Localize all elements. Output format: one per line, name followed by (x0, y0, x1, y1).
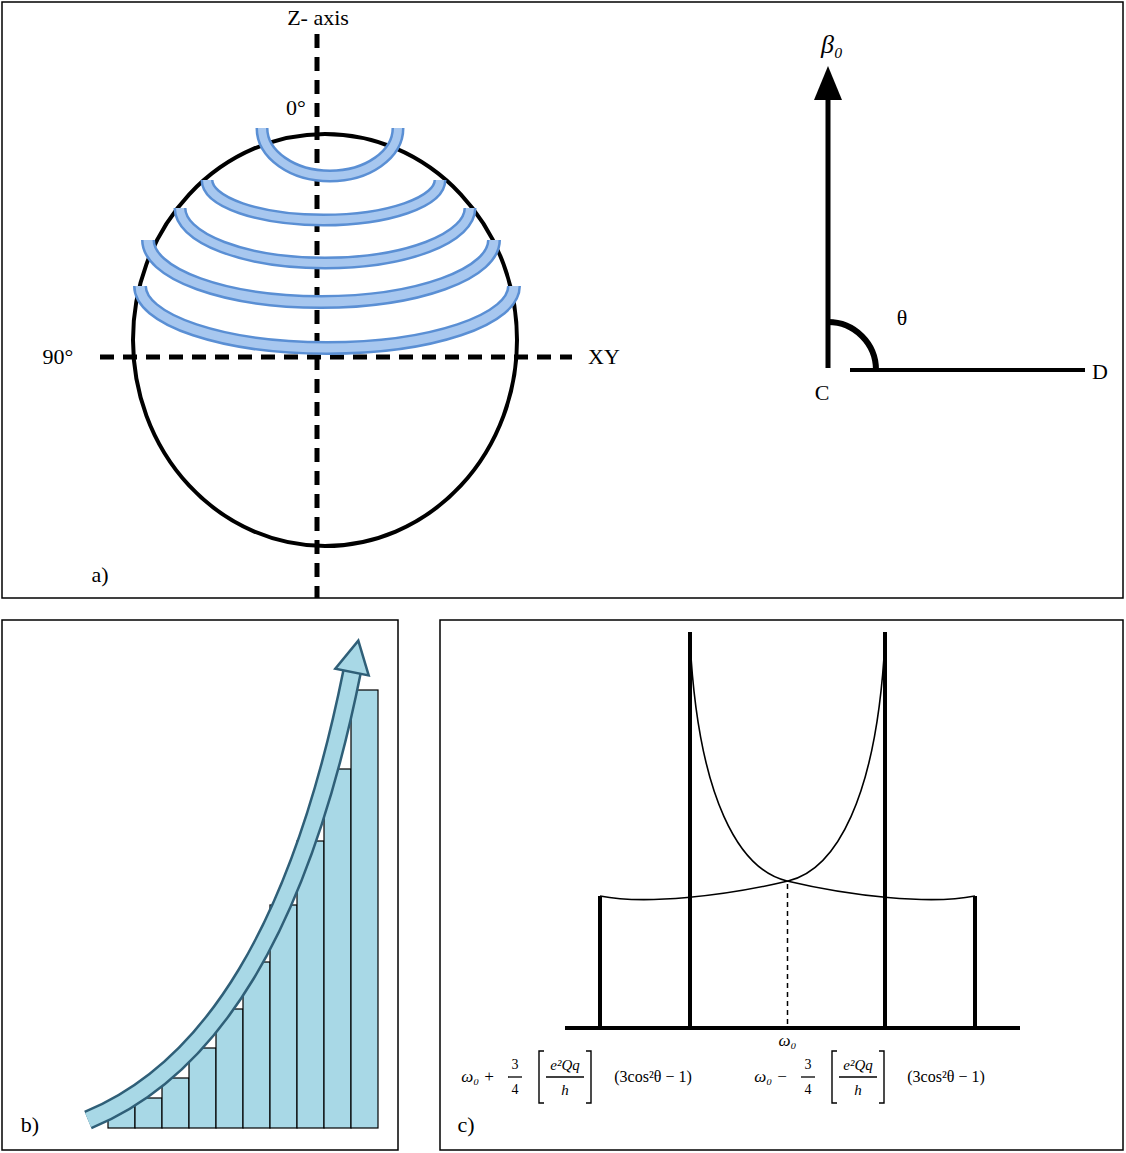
fraction-bar (839, 1076, 877, 1077)
bracket (832, 1051, 837, 1103)
band-outline (207, 180, 440, 220)
edge-step-line (973, 896, 977, 1028)
orientation-bands (140, 128, 514, 348)
frequency-label: ω₀ (779, 1032, 797, 1051)
band-fill (148, 240, 494, 302)
panel-frame (2, 620, 398, 1150)
angle-arc (828, 322, 876, 370)
panel-frame (440, 620, 1123, 1150)
field-vector-line (826, 98, 831, 368)
powder-curve (600, 640, 885, 900)
band-fill (262, 128, 398, 176)
trend-arrowhead (335, 641, 368, 676)
trend-arrow-fill (88, 672, 352, 1120)
band-outline (180, 208, 470, 263)
fraction-numerator: e²Qq (843, 1057, 873, 1074)
trend-arrow-outline (88, 672, 352, 1120)
fraction-numerator: e²Qq (550, 1057, 580, 1074)
angle-symbol: θ (897, 306, 908, 330)
angle-label: 0° (286, 96, 306, 120)
fraction-bar (546, 1076, 584, 1077)
panel-letter: c) (457, 1113, 474, 1137)
fraction-numerator: 3 (805, 1057, 812, 1072)
atom-label: C (815, 381, 830, 405)
xy-plane-line (100, 355, 572, 360)
fraction-denominator: 4 (512, 1082, 519, 1097)
bracket (879, 1051, 884, 1103)
band-outline (140, 286, 514, 348)
fraction-numerator: 3 (512, 1057, 519, 1072)
edge-step-line (598, 896, 602, 1028)
panel-letter: a) (91, 563, 108, 587)
singularity-line (688, 632, 692, 1028)
fraction-denominator: 4 (805, 1082, 812, 1097)
bar (162, 1078, 189, 1128)
field-arrowhead (814, 66, 842, 100)
sphere-outline (133, 134, 517, 546)
formula-term: (3cos²θ − 1) (907, 1068, 984, 1086)
band-outline (262, 128, 398, 176)
panel-frame (2, 2, 1123, 598)
bond-line (850, 368, 1085, 372)
z-axis-line (315, 34, 320, 598)
band-outline (148, 240, 494, 302)
formula-term: (3cos²θ − 1) (614, 1068, 691, 1086)
bar (324, 769, 351, 1128)
axis-label: Z- axis (287, 6, 349, 30)
bracket (586, 1051, 591, 1103)
axis-label: XY (588, 345, 620, 369)
powder-curve (690, 640, 975, 900)
singularity-line (883, 632, 887, 1028)
panel-letter: b) (21, 1113, 39, 1137)
fraction-denominator: h (561, 1082, 569, 1099)
field-symbol: β₀ (821, 31, 843, 60)
angle-label: 90° (43, 345, 74, 369)
fraction-denominator: h (854, 1082, 862, 1099)
band-fill (207, 180, 440, 220)
center-dashed-line (787, 884, 789, 1026)
bracket (539, 1051, 544, 1103)
fraction-bar (801, 1076, 815, 1077)
bar (351, 690, 378, 1128)
spectrum-baseline (565, 1026, 1020, 1030)
fraction-bar (508, 1076, 522, 1077)
band-fill (180, 208, 470, 263)
band-fill (140, 286, 514, 348)
atom-label: D (1092, 360, 1108, 384)
formula-term: ω₀ − (754, 1068, 788, 1087)
formula-term: ω₀ + (461, 1068, 495, 1087)
